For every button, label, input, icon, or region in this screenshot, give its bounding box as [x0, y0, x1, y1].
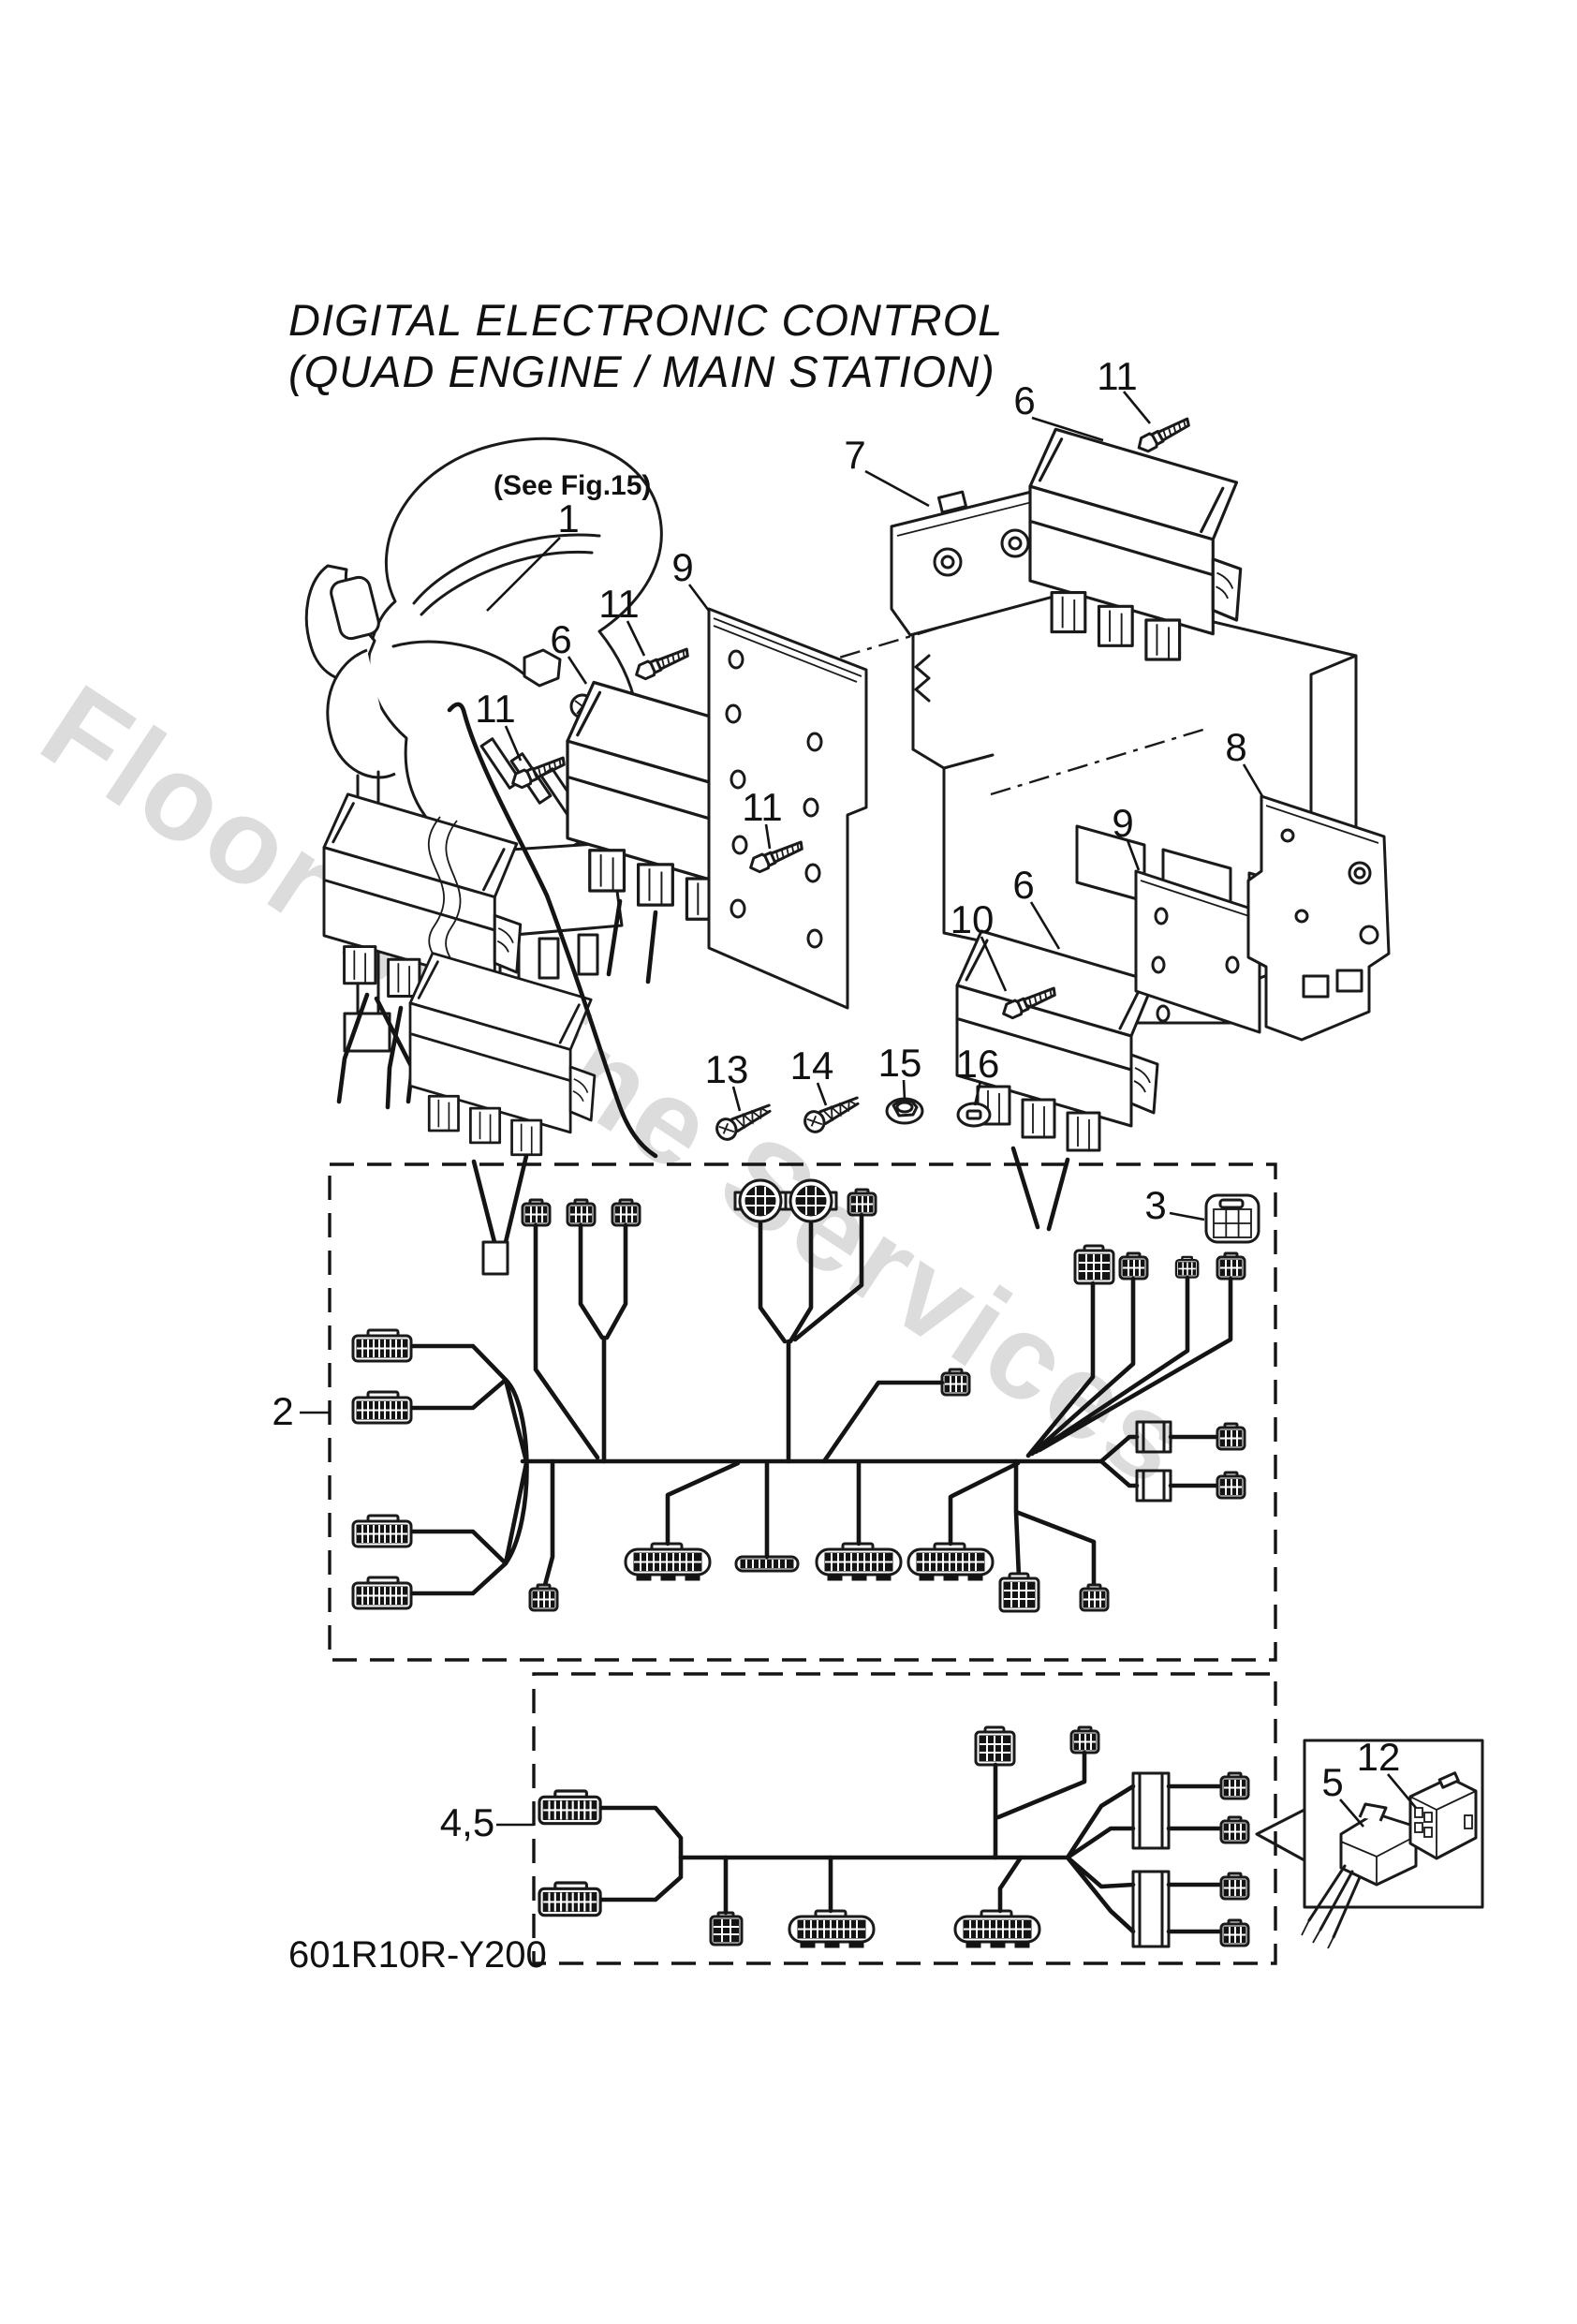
harness-45-group [532, 1672, 1277, 1965]
harness-2-group [328, 1162, 1277, 1662]
screw-14 [800, 1089, 864, 1137]
callout-11d: 11 [742, 785, 783, 829]
connector-3 [1204, 1193, 1260, 1244]
mounting-plate-9a [707, 607, 868, 1010]
bolt-11a [1133, 413, 1194, 456]
leader-lines [300, 391, 1417, 1828]
callout-6c: 6 [1012, 863, 1034, 907]
callout-9a: 9 [671, 545, 693, 589]
harness-45-boundary [532, 1672, 1277, 1965]
bracket-8 [1246, 794, 1391, 1042]
callout-2: 2 [272, 1389, 293, 1433]
callout-14: 14 [790, 1044, 834, 1088]
callout-1: 1 [557, 496, 579, 540]
washer-16 [956, 1102, 992, 1128]
page-title-line2: (QUAD ENGINE / MAIN STATION) [288, 347, 995, 396]
ecu-6b-pins [606, 898, 658, 984]
callout-12: 12 [1357, 1735, 1401, 1779]
callout-10: 10 [951, 897, 995, 941]
connector-detail-box [1255, 1739, 1484, 1949]
connector-12 [1408, 1771, 1478, 1860]
nut-15 [885, 1097, 924, 1125]
see-fig-note: (See Fig.15) [494, 470, 651, 501]
mounting-plate-9b [1134, 869, 1261, 1034]
callout-5: 5 [1321, 1760, 1343, 1804]
callout-11a: 11 [1097, 354, 1138, 398]
callout-13: 13 [705, 1047, 749, 1091]
control-station-modules [322, 792, 597, 1276]
ecu-6c-pins [1010, 1146, 1070, 1232]
page-title-line1: DIGITAL ELECTRONIC CONTROL [288, 295, 1003, 345]
drawing-code: 601R10R-Y200 [288, 1934, 547, 1976]
callout-11c: 11 [475, 687, 516, 731]
section-divider-line [447, 702, 658, 1159]
callout-7: 7 [844, 433, 865, 477]
callout-6b: 6 [550, 617, 571, 661]
callout-15: 15 [878, 1041, 922, 1085]
callout-3: 3 [1144, 1183, 1166, 1227]
connector-5 [1301, 1802, 1418, 1949]
callout-9b: 9 [1112, 801, 1133, 845]
callout-16: 16 [956, 1042, 1000, 1086]
callout-11b: 11 [598, 582, 640, 626]
callout-4-5: 4,5 [440, 1800, 494, 1844]
callout-8: 8 [1225, 725, 1246, 769]
callout-6a: 6 [1013, 378, 1035, 422]
